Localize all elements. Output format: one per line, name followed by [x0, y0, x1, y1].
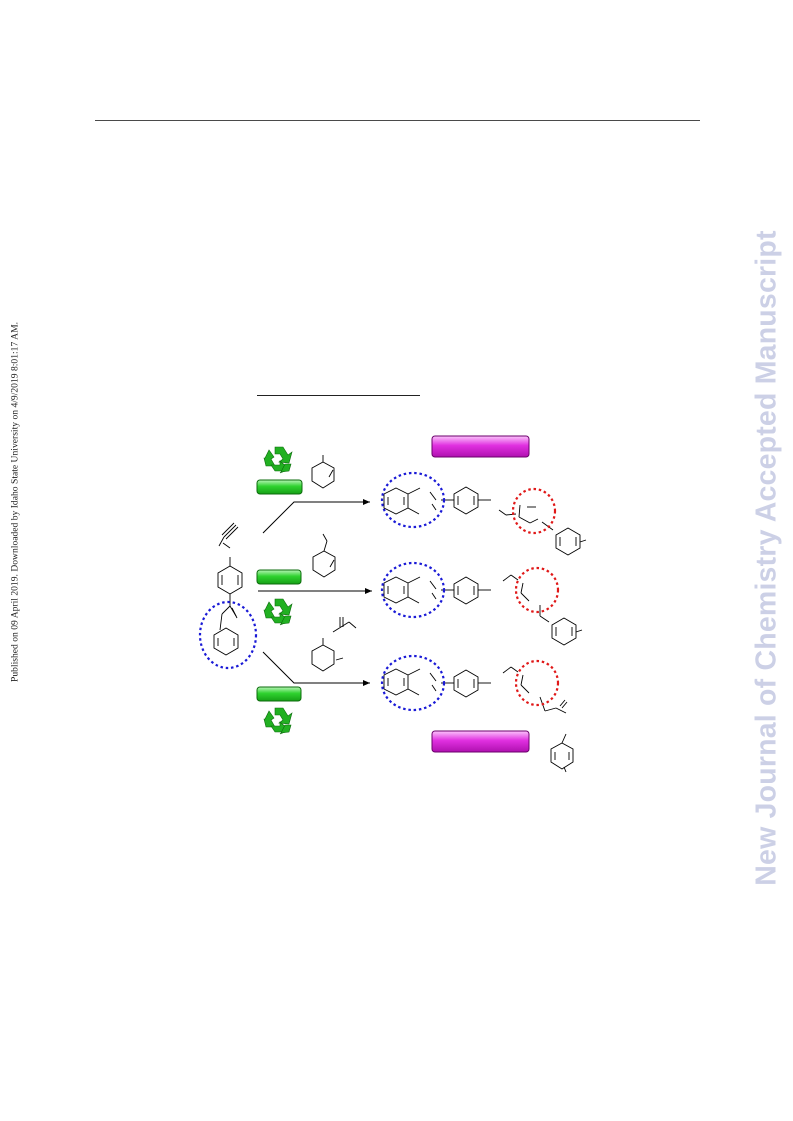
- product-2: [383, 574, 583, 646]
- product-class-label-2: [431, 730, 530, 753]
- catalyst-box-1: [256, 479, 303, 495]
- recycle-icon: [263, 446, 293, 474]
- catalyst-box-3: [256, 686, 302, 702]
- header-rule: [95, 120, 700, 121]
- product-1: [383, 486, 587, 556]
- catalyst-box-2: [256, 569, 302, 585]
- recycle-icon: [263, 598, 293, 626]
- starting-material: [213, 522, 243, 656]
- product-class-label-1: [431, 435, 530, 458]
- reaction-arrows: [258, 499, 372, 686]
- reagent-1: [311, 455, 335, 489]
- product-3: [383, 666, 574, 773]
- scheme-title-rule: [257, 395, 420, 396]
- reagent-2: [312, 533, 336, 578]
- reagent-3: [311, 617, 357, 672]
- recycle-icon: [263, 707, 293, 735]
- blue-highlight-circle: [198, 600, 258, 670]
